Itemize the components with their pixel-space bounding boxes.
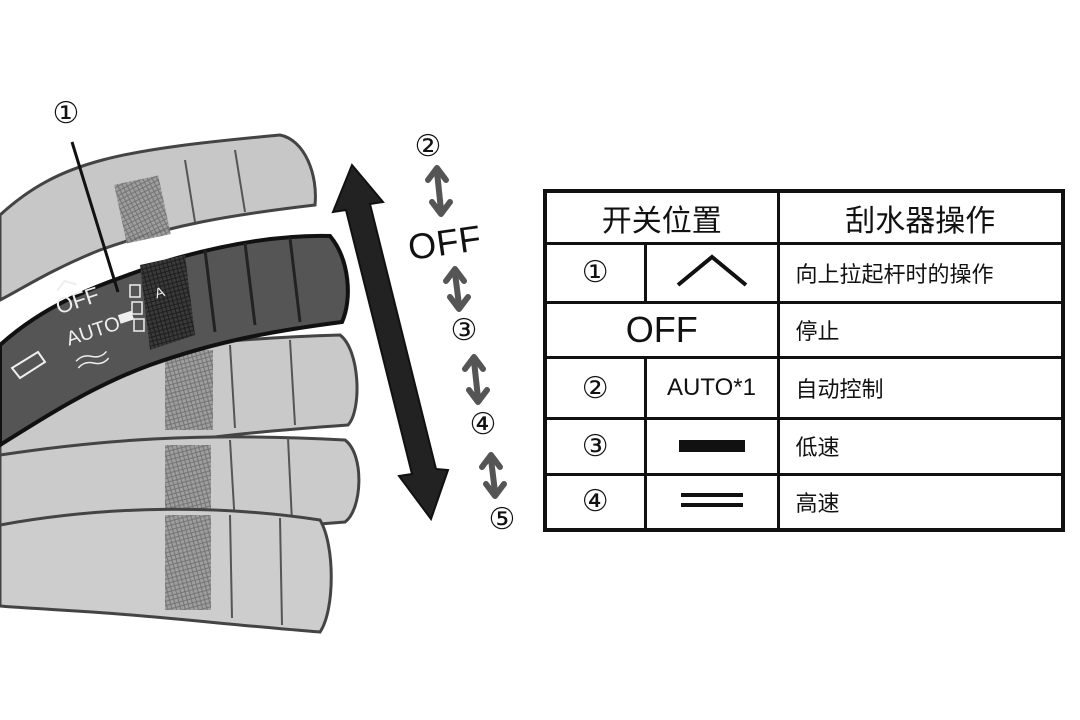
- row-symbol: [643, 417, 780, 476]
- row-operation: 高速: [776, 472, 1065, 532]
- table-row: ③ 低速: [543, 417, 1065, 476]
- table-header-row: 开关位置 刮水器操作: [543, 189, 1065, 246]
- double-bar-icon: [680, 487, 743, 513]
- switch-position-table: 开关位置 刮水器操作 ① 向上拉起杆时的操作 OFF 停止 ② AUTO*1 自…: [543, 189, 1065, 532]
- lever-ghost-bottom: [0, 507, 333, 634]
- callout-leader-line: [70, 141, 120, 293]
- row-label: AUTO*1: [643, 356, 780, 421]
- table-row: ④ 高速: [543, 472, 1065, 532]
- row-operation: 向上拉起杆时的操作: [776, 242, 1065, 304]
- windshield-icon: [10, 350, 47, 380]
- callout-1-label: ①: [52, 96, 80, 131]
- step-4-label: ④: [469, 407, 497, 442]
- table-row: ② AUTO*1 自动控制: [543, 356, 1065, 421]
- row-number: ③: [543, 417, 647, 476]
- position-range-arrow: [331, 163, 450, 522]
- row-number: ①: [543, 242, 647, 304]
- lever-up-mark-icon: [56, 279, 77, 292]
- header-operation: 刮水器操作: [776, 189, 1065, 246]
- lever-active: [0, 233, 350, 448]
- row-operation: 停止: [776, 300, 1065, 360]
- single-bar-icon: [678, 439, 745, 452]
- row-number: ②: [543, 356, 647, 421]
- row-operation: 自动控制: [776, 356, 1065, 421]
- step-5-label: ⑤: [488, 502, 516, 537]
- table-row: OFF 停止: [543, 300, 1065, 360]
- caret-up-icon: [676, 254, 747, 287]
- row-symbol: [643, 472, 780, 532]
- table-row: ① 向上拉起杆时的操作: [543, 242, 1065, 304]
- lever-rain-icon: [75, 350, 110, 369]
- step-2-label: ②: [414, 129, 442, 164]
- step-arrows: [425, 165, 507, 499]
- header-position: 开关位置: [543, 189, 780, 246]
- lever-ghost-top: [0, 133, 317, 302]
- row-label: OFF: [543, 300, 780, 360]
- row-number: ④: [543, 472, 647, 532]
- row-operation: 低速: [776, 417, 1065, 476]
- row-symbol: [643, 242, 780, 304]
- step-3-label: ③: [450, 313, 478, 348]
